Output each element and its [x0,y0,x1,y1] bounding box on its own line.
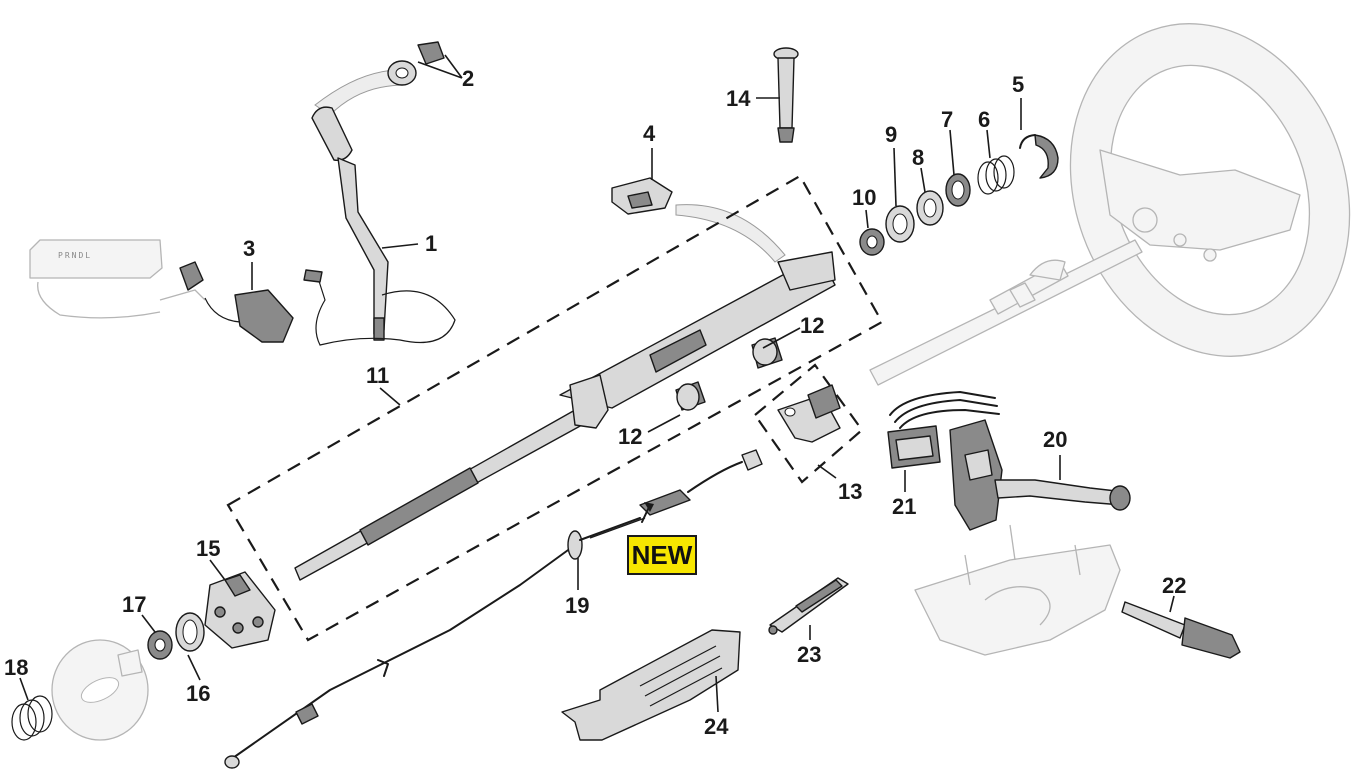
part-7-bearing-race [945,173,971,207]
part-14-pin [773,47,799,143]
callout-4: 4 [643,121,656,146]
part-1-shift-lever [303,106,456,346]
column-group-box [226,174,884,642]
callout-10: 10 [852,185,876,210]
shifter-indicator-text: PRNDL [58,251,92,260]
callout-2: 2 [462,66,474,91]
part-15-switch [204,571,276,649]
callout-11: 11 [366,363,389,388]
new-badge-label: NEW [632,540,693,570]
callout-8: 8 [912,145,924,170]
callout-7: 7 [941,107,953,132]
callout-14: 14 [726,86,751,111]
steering-wheel [1069,23,1351,357]
new-badge-box [627,535,697,575]
callout-3: 3 [243,236,255,261]
housing-swoosh [675,204,786,263]
callout-9: 9 [885,122,897,147]
callout-22: 22 [1162,573,1186,598]
leader-lines [19,54,1175,713]
column-cover-ghost [914,524,1121,656]
part-24-panel [561,629,741,741]
part-2-knob-hardware [387,41,445,86]
callout-15: 15 [196,536,220,561]
part-9-bearing [885,205,915,243]
part-16-seal [175,612,205,652]
ring-stack [859,134,1059,256]
column-tube [294,251,836,581]
part-10-nut [859,228,885,256]
part-3-bracket [179,261,294,343]
callout-1: 1 [425,231,437,256]
callout-labels: 1 2 3 4 5 6 7 8 9 10 11 12 12 13 14 15 1… [4,66,1186,739]
part-23-clip [768,577,849,635]
callout-5: 5 [1012,72,1024,97]
callout-17: 17 [122,592,146,617]
part-4-insert [611,177,673,215]
reluctor-wheel-ghost [51,639,149,741]
callout-20: 20 [1043,427,1067,452]
part-17-nut [147,630,173,660]
callout-12-upper: 12 [800,313,824,338]
part-12-bushing-lower [675,381,706,411]
part-19-cable [224,449,763,769]
part-18-spring [11,695,53,741]
callout-19: 19 [565,593,589,618]
part-22-tool [1121,601,1241,659]
part-6-spring [977,155,1015,195]
callout-23: 23 [797,642,821,667]
callout-16: 16 [186,681,210,706]
part-5-snap-ring [1019,134,1059,179]
steering-shaft [869,239,1143,386]
new-badge: NEW [627,502,697,575]
part-13-bracket [777,384,841,443]
part-20-multifunction-switch [949,419,1131,531]
part-21-connector [887,391,1000,469]
callout-13: 13 [838,479,862,504]
callout-21: 21 [892,494,916,519]
bracket-group-box [753,363,864,484]
part-12-bushing-upper [751,337,783,369]
callout-18: 18 [4,655,28,680]
shifter-indicator: PRNDL [29,239,206,319]
callout-12-lower: 12 [618,424,642,449]
callout-24: 24 [704,714,729,739]
part-8-seat [916,190,944,226]
callout-6: 6 [978,107,990,132]
